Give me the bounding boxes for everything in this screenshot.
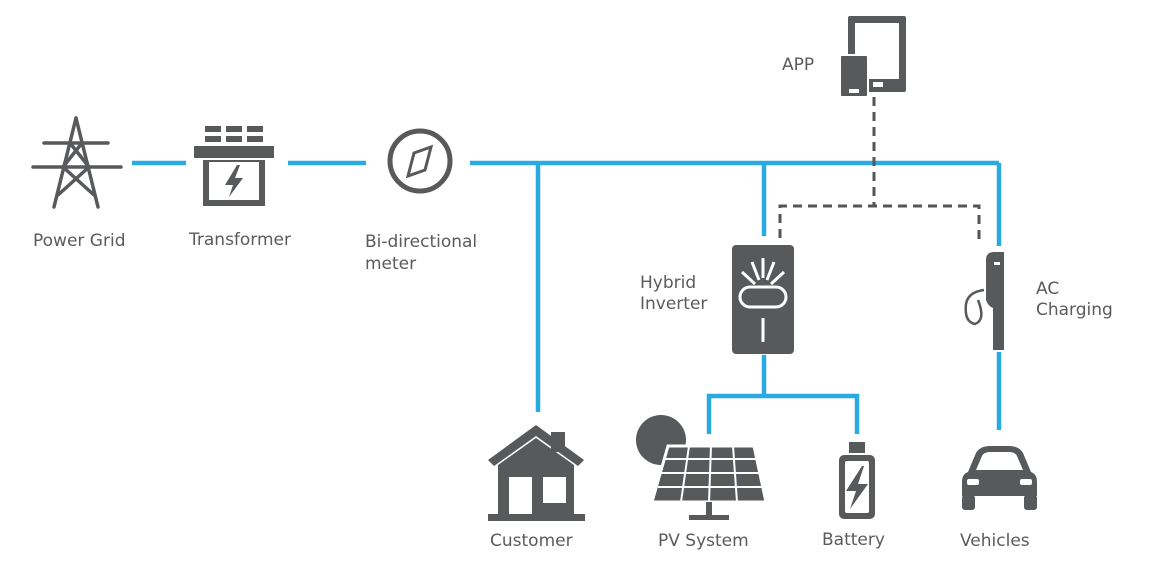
solar-panel-icon xyxy=(636,415,768,520)
meter-icon xyxy=(387,128,453,194)
label-battery: Battery xyxy=(822,530,885,550)
label-power-grid: Power Grid xyxy=(33,231,126,251)
inverter-icon xyxy=(732,245,794,354)
line-inverter-pv-battery xyxy=(706,393,860,434)
house-icon xyxy=(488,425,585,521)
label-ac-line1: AC xyxy=(1036,279,1060,299)
comm-lines xyxy=(778,97,981,242)
tablet-phone-icon xyxy=(839,16,906,98)
label-ac-line2: Charging xyxy=(1036,300,1113,320)
comm-line-inverter-charger xyxy=(778,204,981,242)
label-inverter-line2: Inverter xyxy=(640,294,708,314)
label-meter-line2: meter xyxy=(365,254,417,274)
label-transformer: Transformer xyxy=(189,230,292,250)
label-meter-line1: Bi-directional xyxy=(365,232,478,252)
transmission-tower-icon xyxy=(31,116,123,209)
power-lines xyxy=(132,160,1002,434)
transformer-icon xyxy=(194,126,274,206)
label-customer: Customer xyxy=(490,531,573,551)
car-icon xyxy=(962,446,1037,510)
ev-charger-icon xyxy=(964,252,1004,350)
label-inverter-line1: Hybrid xyxy=(640,273,697,293)
battery-icon xyxy=(839,442,875,519)
label-vehicles: Vehicles xyxy=(960,531,1030,551)
label-app: APP xyxy=(782,55,815,75)
label-pv-system: PV System xyxy=(658,531,749,551)
